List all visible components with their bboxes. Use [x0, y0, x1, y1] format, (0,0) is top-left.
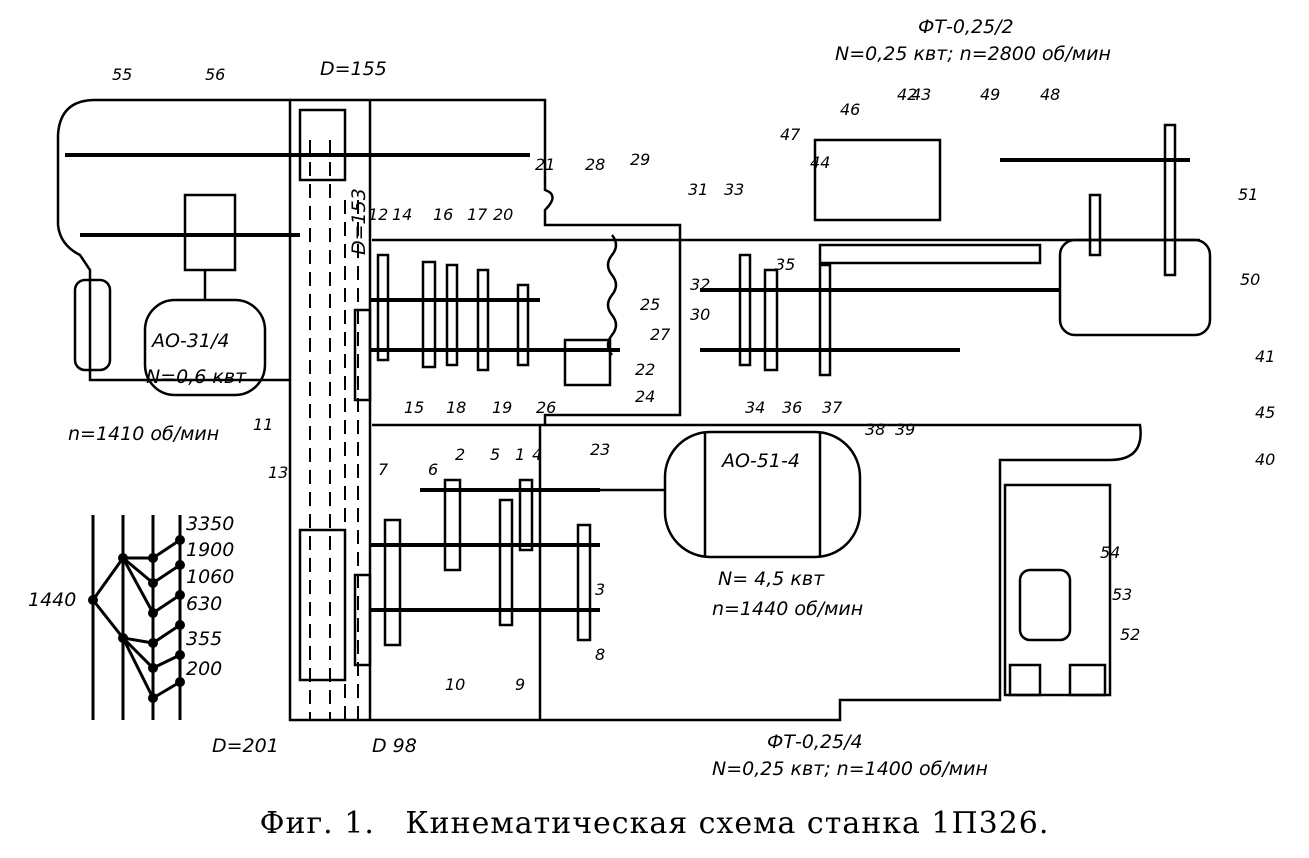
motor-ft-2: [1058, 238, 1212, 337]
part-number: 8: [595, 645, 605, 664]
part-number: 23: [590, 440, 610, 459]
part-number: 44: [810, 153, 830, 172]
pulley-d153: [353, 308, 372, 402]
part-number: 12: [368, 205, 388, 224]
part-number: 36: [782, 398, 802, 417]
part-number: 50: [1240, 270, 1260, 289]
part-number: 17: [467, 205, 488, 224]
motor-speed-label: n=1440 об/мин: [712, 598, 863, 620]
part-number: 47: [780, 125, 801, 144]
part-number: 20: [493, 205, 513, 224]
speed-output-label: 3350: [186, 513, 234, 535]
part-number: 18: [446, 398, 466, 417]
motor-spec-label: N=0,25 квт; n=2800 об/мин: [835, 43, 1111, 65]
motor-power-label: N= 4,5 квт: [718, 568, 825, 590]
part-number: 19: [492, 398, 512, 417]
pulley-label: D=201: [212, 735, 279, 757]
part-number: 39: [895, 420, 915, 439]
speed-output-label: 355: [186, 628, 222, 650]
part-number: 35: [775, 255, 795, 274]
pulley-d98: [353, 573, 372, 667]
motor-model-label: ФТ-0,25/2: [918, 16, 1014, 38]
part-number: 56: [205, 65, 225, 84]
part-number: 46: [840, 100, 860, 119]
part-number: 53: [1112, 585, 1132, 604]
speed-diagram: [91, 515, 182, 720]
part-number: 25: [640, 295, 660, 314]
motor-model-label: АО-31/4: [150, 330, 229, 352]
part-number: 28: [585, 155, 605, 174]
motor-ao51-body: [663, 430, 862, 559]
part-number: 21: [535, 155, 555, 174]
part-number: 37: [822, 398, 843, 417]
part-number: 45: [1255, 403, 1275, 422]
pulley-label: D=155: [320, 58, 387, 80]
part-number: 29: [630, 150, 650, 169]
part-number: 27: [650, 325, 671, 344]
motor-power-label: N=0,6 квт: [146, 366, 247, 388]
part-number: 1: [515, 445, 525, 464]
part-number: 31: [688, 180, 708, 199]
part-number: 26: [536, 398, 556, 417]
part-number: 15: [404, 398, 424, 417]
pulley-label: D 98: [372, 735, 417, 757]
part-number: 2: [455, 445, 465, 464]
motor-spec-label: N=0,25 квт; n=1400 об/мин: [712, 758, 988, 780]
motor-speed-label: n=1410 об/мин: [68, 423, 219, 445]
speed-output-label: 1060: [186, 566, 234, 588]
part-number: 55: [112, 65, 132, 84]
motor-model-label: ФТ-0,25/4: [767, 731, 863, 753]
part-number: 6: [428, 460, 438, 479]
pulley-label: D=153: [348, 188, 370, 255]
part-number: 33: [724, 180, 744, 199]
part-number: 4: [532, 445, 542, 464]
speed-output-label: 200: [186, 658, 222, 680]
part-number: 16: [433, 205, 453, 224]
figure-number: Фиг. 1.: [259, 806, 375, 841]
pulley-d155: [298, 108, 347, 182]
part-number: 34: [745, 398, 765, 417]
figure-title: Кинематическая схема станка 1П326.: [405, 806, 1050, 841]
part-number: 5: [490, 445, 500, 464]
rack-43: [818, 243, 1042, 265]
figure-caption: Фиг. 1. Кинематическая схема станка 1П32…: [0, 806, 1309, 841]
motor-ft-4: [1018, 568, 1072, 642]
motor-model-label: АО-51-4: [720, 450, 800, 472]
part-number: 14: [392, 205, 412, 224]
part-number: 11: [253, 415, 273, 434]
speed-input-label: 1440: [28, 589, 76, 611]
part-number: 22: [635, 360, 655, 379]
part-number: 41: [1255, 347, 1275, 366]
part-number: 40: [1255, 450, 1275, 469]
part-number: 48: [1040, 85, 1060, 104]
part-number: 49: [980, 85, 1000, 104]
kinematic-scheme: 1440 3350 1900 1060 630 355 200 АО-31/4 …: [28, 16, 1275, 780]
part-number: 51: [1238, 185, 1258, 204]
part-number: 43: [911, 85, 931, 104]
part-number: 7: [378, 460, 389, 479]
left-housing: [56, 98, 292, 382]
pulley-d201: [298, 528, 347, 682]
part-number: 42: [897, 85, 917, 104]
part-number: 9: [515, 675, 525, 694]
part-number: 3: [595, 580, 605, 599]
part-number: 52: [1120, 625, 1140, 644]
part-number: 54: [1100, 543, 1120, 562]
part-number: 10: [445, 675, 465, 694]
part-number: 13: [268, 463, 288, 482]
part-number: 38: [865, 420, 885, 439]
speed-output-label: 1900: [186, 539, 234, 561]
speed-output-label: 630: [186, 593, 222, 615]
part-number: 32: [690, 275, 710, 294]
part-number: 24: [635, 387, 655, 406]
part-number: 30: [690, 305, 710, 324]
